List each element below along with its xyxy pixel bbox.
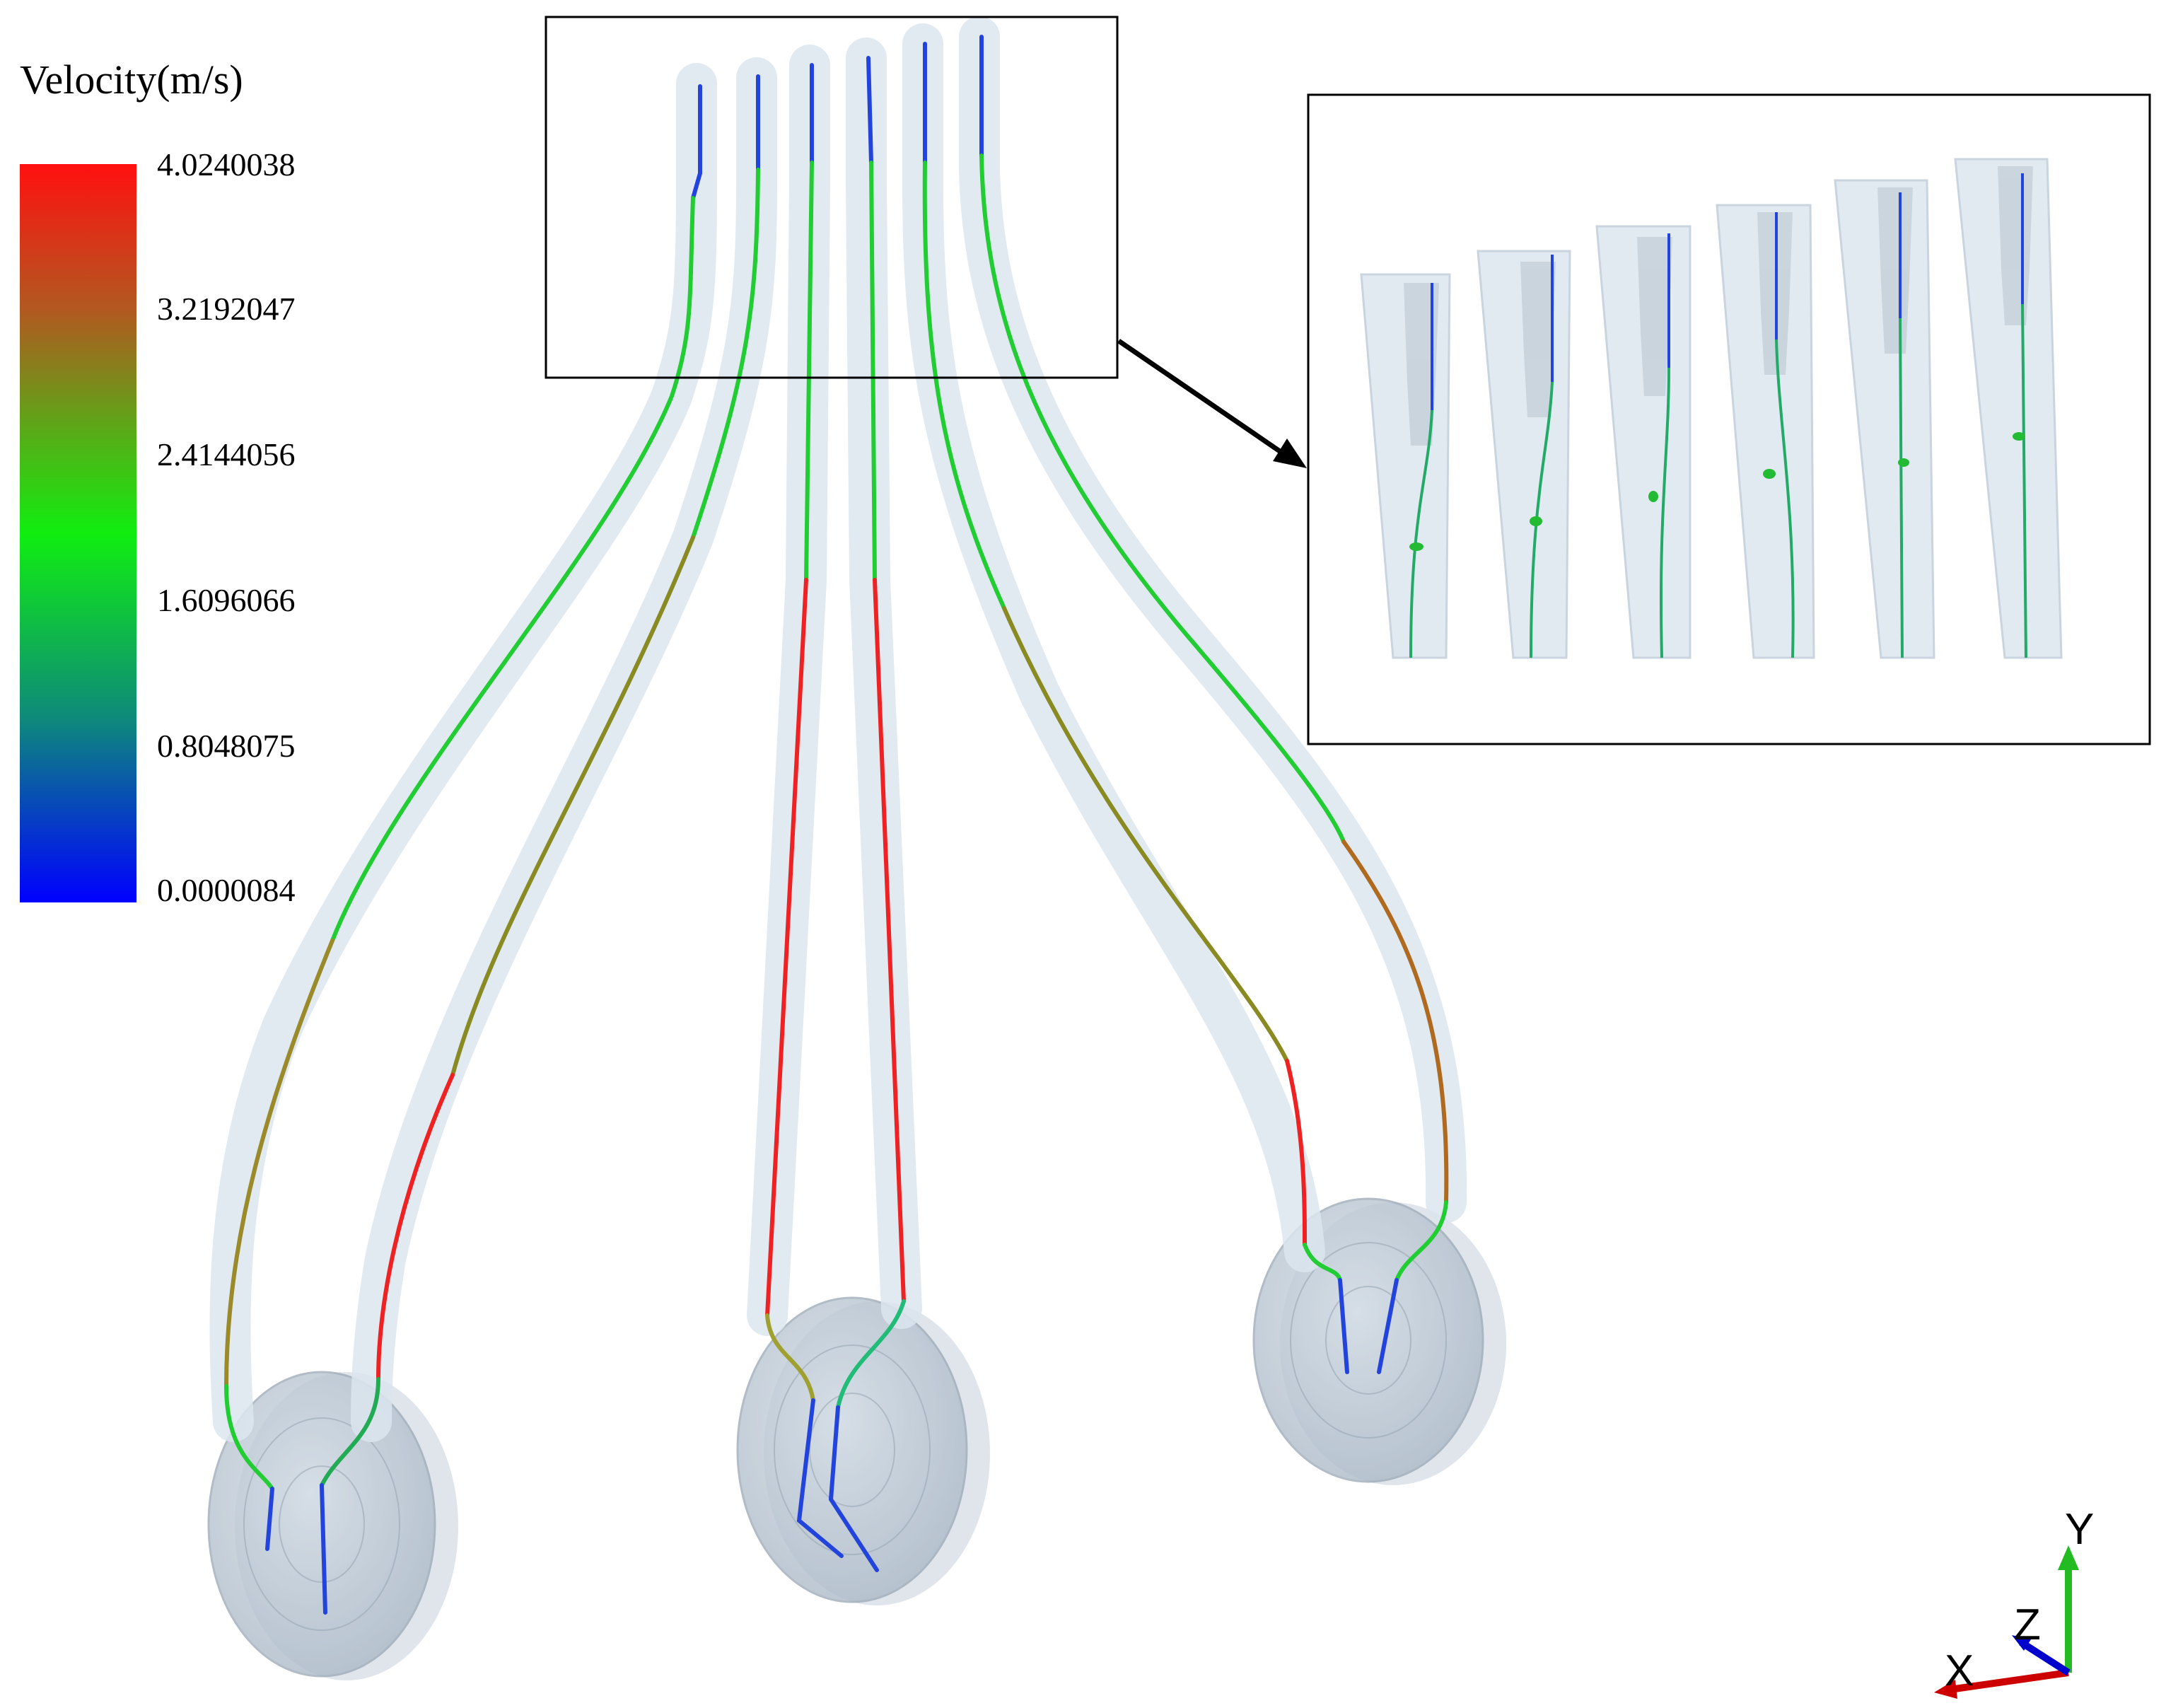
axis-triad: Y Z X [1934,1505,2094,1699]
inset-streamlines [1409,173,2027,658]
streamline-4-main [869,161,877,582]
streamline-4-wake [828,1405,879,1572]
streamline-2-mid [450,535,695,1077]
axis-x-label: X [1945,1646,1974,1695]
axis-z-line [2019,1639,2071,1676]
axis-y-label: Y [2065,1505,2094,1554]
streamline-5-mid [1002,606,1289,1063]
legend-tick-2: 3.2192047 [157,291,296,327]
legend-tick-4: 1.6096066 [157,582,296,618]
streamline-2-lower [376,1073,455,1381]
inset-particles [1409,432,2025,551]
streamline-3-main [804,161,814,582]
streamline-4-lower [873,578,906,1303]
streamline-5-disk [1303,1243,1342,1282]
pipe-4 [846,37,922,1329]
streamline-6-wake [1377,1278,1399,1374]
streamline-5-lower [1285,1059,1307,1247]
axis-z-label: Z [2014,1600,2041,1649]
axis-x-line [1944,1669,2069,1694]
focus-box [545,16,1119,379]
streamline-3-disk [765,1313,815,1402]
disk-middle [736,1296,990,1605]
streamline-3-lower [765,578,808,1318]
legend-tick-3: 2.4144056 [157,436,296,472]
inset-tubes [1360,158,2063,659]
inset-nozzles [1404,166,2033,446]
streamline-2-main [691,168,760,540]
streamline-1-disk [224,1384,274,1491]
legend-tick-5: 0.8048075 [157,728,296,764]
zoom-inset [1307,93,2151,745]
streamline-1-inlet [691,84,702,200]
streamline-1-main [330,196,695,943]
legend-colorbar [20,164,136,902]
legend-tick-min: 0.0000084 [157,872,296,908]
streamline-1-lower [224,939,334,1388]
legend-title: Velocity(m/s) [20,57,243,103]
callout-arrow [1117,339,1307,468]
streamline-6-disk [1394,1200,1448,1282]
streamline-4-inlet [866,56,873,165]
streamlines [224,35,1449,1615]
pipe-1 [209,63,717,1442]
streamline-1-wake [265,1487,274,1551]
streamline-5-main [922,161,1006,610]
streamline-2-wake [320,1483,327,1615]
streamline-2-disk [320,1377,380,1487]
streamline-4-disk [836,1299,906,1410]
streamline-3-wake [796,1398,844,1558]
velocity-legend: Velocity(m/s) 4.0240038 3.2192047 2.4144… [20,57,296,908]
streamline-5-wake [1338,1278,1349,1374]
streamline-6-lower [1341,840,1449,1204]
streamline-6-main [979,153,1346,844]
legend-tick-max: 4.0240038 [157,146,296,182]
